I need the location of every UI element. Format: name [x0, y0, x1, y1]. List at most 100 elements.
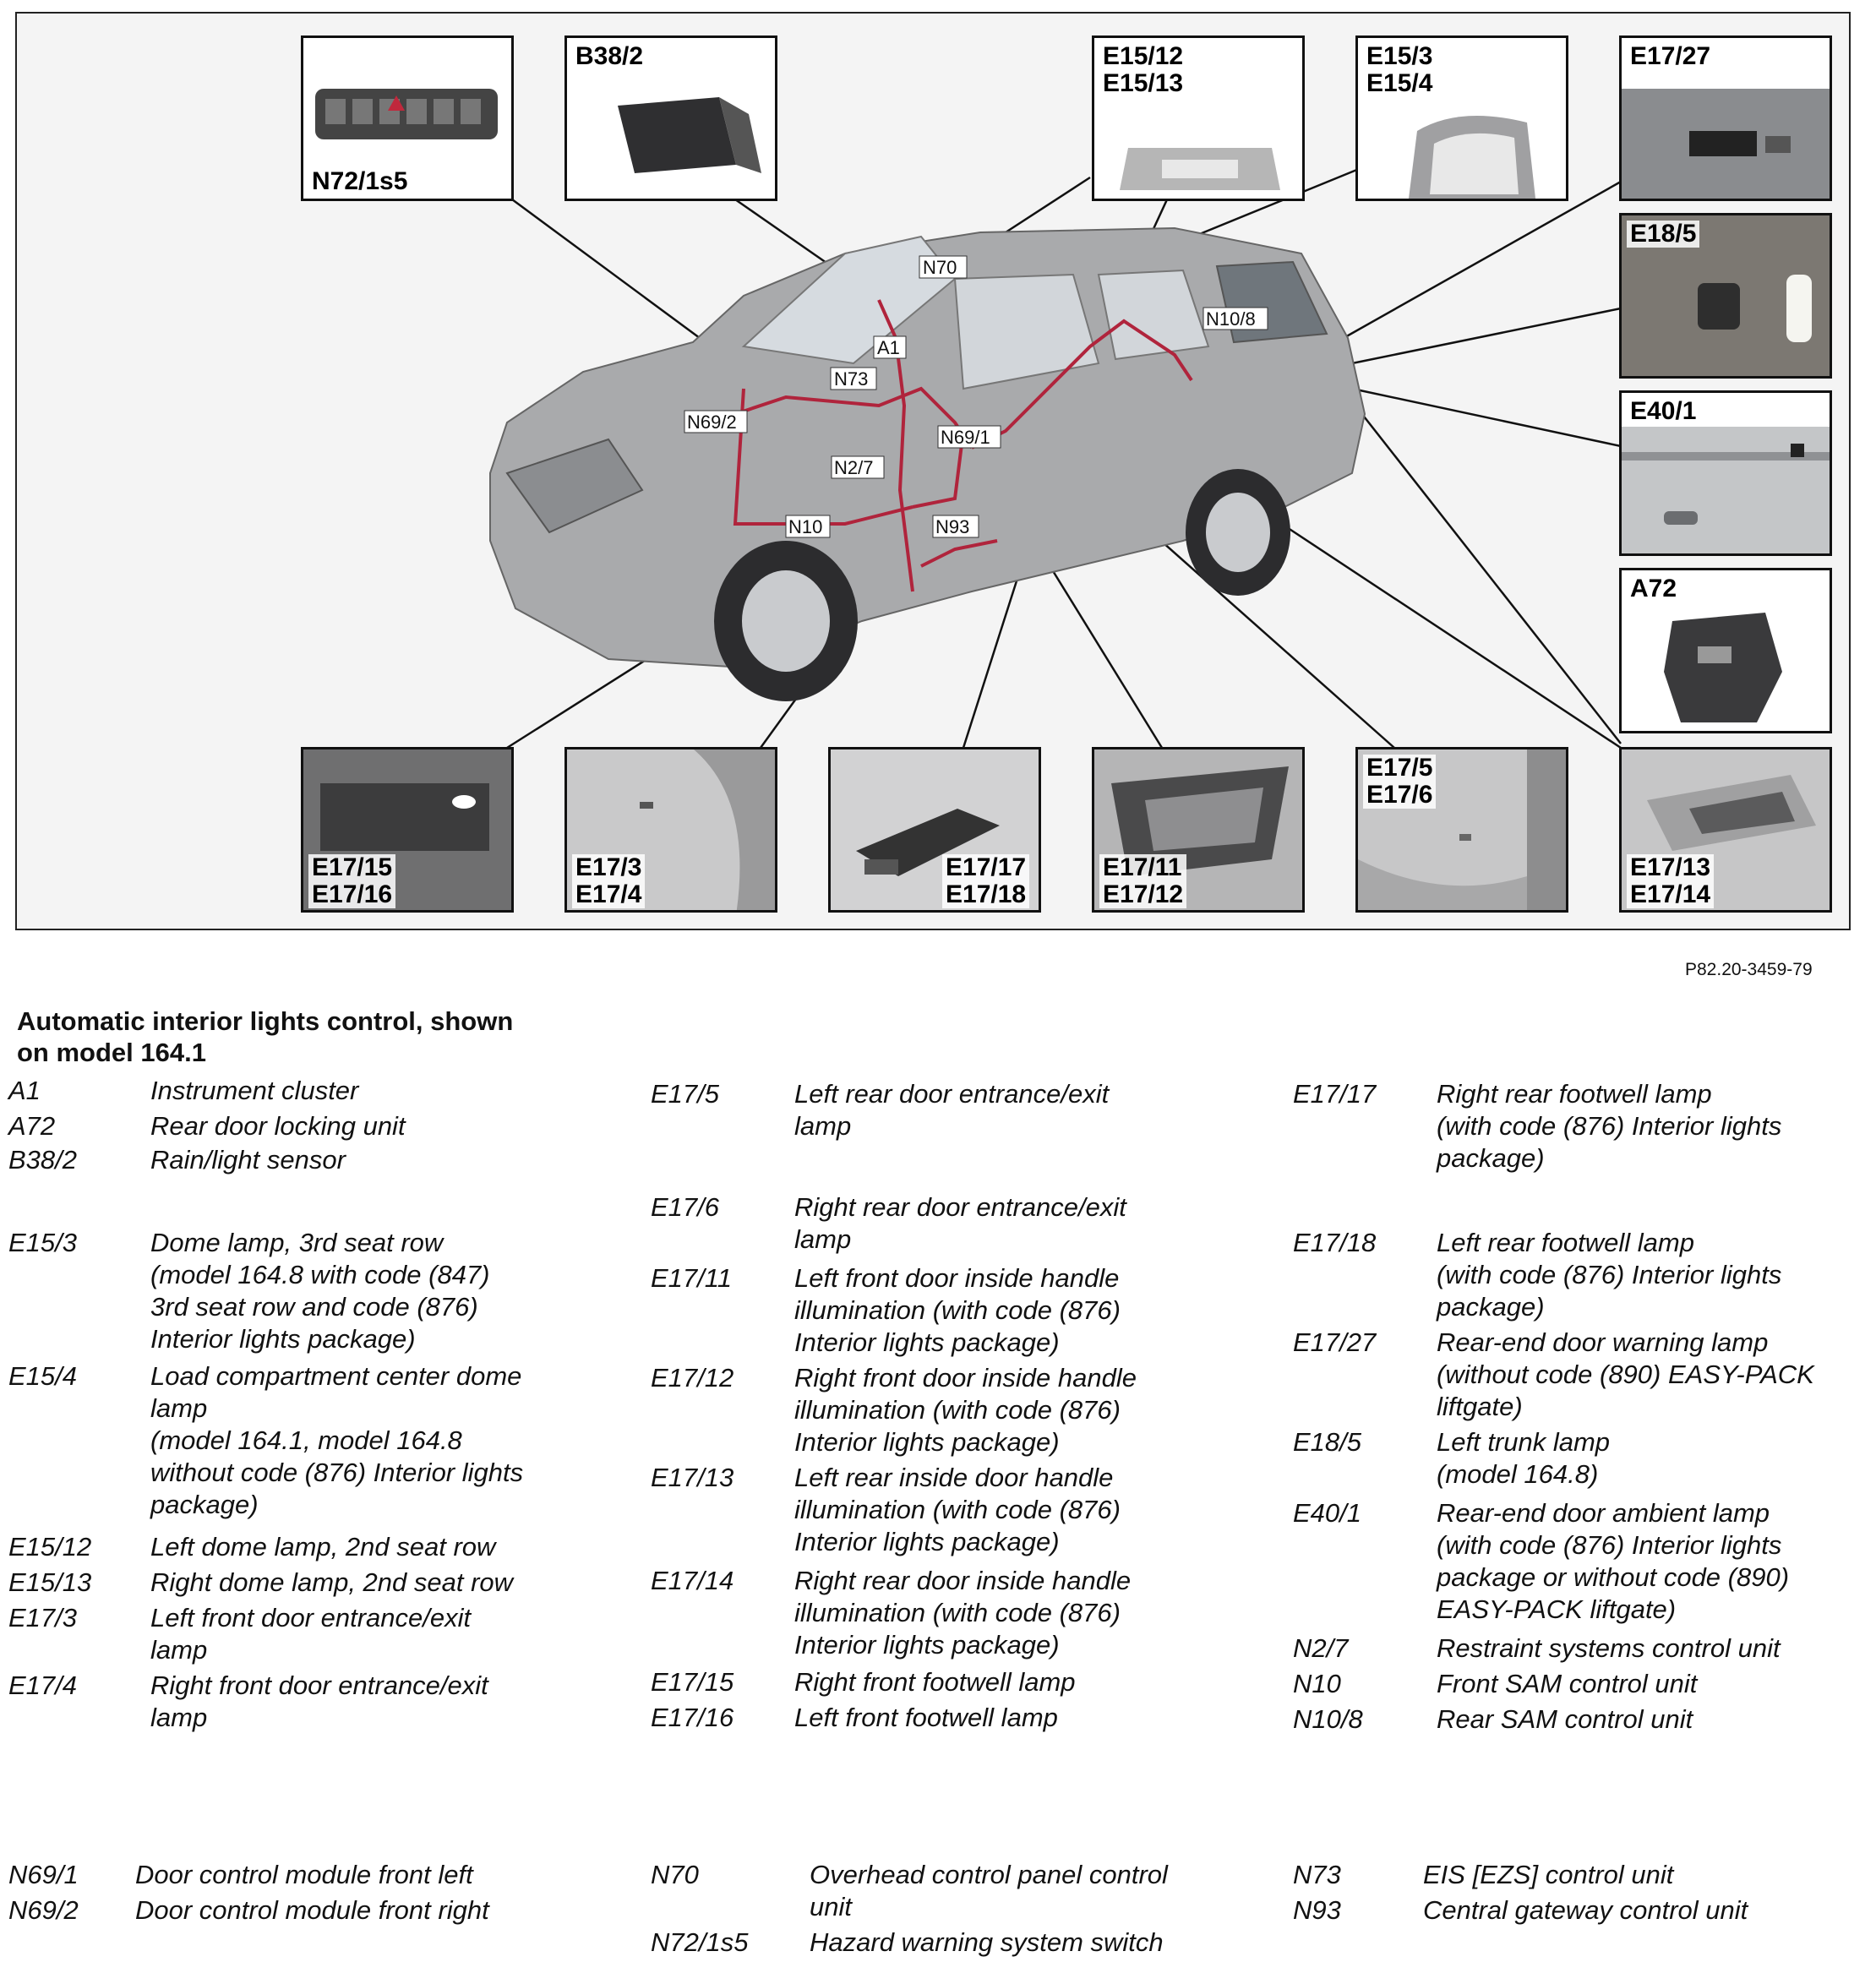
- callout-label: E17/27: [1627, 43, 1715, 70]
- legend-code: E17/4: [8, 1671, 78, 1700]
- car-body: [489, 226, 1366, 701]
- legend-code: E18/5: [1293, 1427, 1362, 1457]
- legend-code: E17/18: [1293, 1228, 1377, 1257]
- legend-description: Left trunk lamp (model 164.8): [1437, 1427, 1611, 1489]
- legend-description: Front SAM control unit: [1437, 1669, 1698, 1698]
- callout-label: E15/3 E15/4: [1363, 43, 1437, 97]
- legend-description: Left front door inside handle illuminati…: [794, 1263, 1121, 1357]
- legend-description: Left rear inside door handle illuminatio…: [794, 1463, 1121, 1556]
- legend-code: E17/16: [651, 1703, 734, 1732]
- car-label-n2-7: N2/7: [834, 457, 873, 478]
- legend-code: A72: [8, 1111, 56, 1141]
- legend-code: E15/13: [8, 1567, 92, 1597]
- callout-rear-footwell-lamp: E17/17 E17/18: [828, 747, 1041, 913]
- legend-description: Right rear footwell lamp (with code (876…: [1437, 1079, 1782, 1173]
- callout-rear-door-handle: E17/13 E17/14: [1619, 747, 1832, 913]
- callout-label: E18/5: [1627, 221, 1700, 248]
- callout-label: E17/3 E17/4: [572, 854, 646, 908]
- legend-description: Door control module front left: [135, 1860, 473, 1889]
- legend-description: EIS [EZS] control unit: [1423, 1860, 1674, 1889]
- legend-code: N10/8: [1293, 1704, 1363, 1734]
- callout-label: A72: [1627, 575, 1681, 602]
- legend-description: Left front door entrance/exit lamp: [150, 1603, 472, 1665]
- legend-description: Overhead control panel control unit: [810, 1860, 1168, 1921]
- callout-rear-warning-lamp: E17/27: [1619, 35, 1832, 201]
- car-label-a1: A1: [877, 337, 900, 358]
- callout-front-door-entrance-lamp: E17/3 E17/4: [564, 747, 777, 913]
- callout-label: E17/5 E17/6: [1363, 755, 1437, 809]
- wiring-harness: [733, 299, 1193, 592]
- legend-description: Rear-end door ambient lamp (with code (8…: [1437, 1498, 1790, 1624]
- callout-rain-light-sensor: B38/2: [564, 35, 777, 201]
- legend-code: E17/14: [651, 1566, 734, 1595]
- legend-description: Right rear door entrance/exit lamp: [794, 1192, 1126, 1254]
- legend-code: E15/12: [8, 1532, 92, 1562]
- legend-description: Restraint systems control unit: [1437, 1633, 1781, 1663]
- callout-label: E17/11 E17/12: [1099, 854, 1187, 908]
- legend-description: Central gateway control unit: [1423, 1895, 1748, 1925]
- legend-description: Rear-end door warning lamp (without code…: [1437, 1327, 1814, 1421]
- legend-description: Left front footwell lamp: [794, 1703, 1058, 1732]
- car-label-n69-2: N69/2: [687, 411, 737, 433]
- legend-code: E17/15: [651, 1667, 734, 1697]
- legend-description: Instrument cluster: [150, 1076, 359, 1105]
- legend-description: Right front door entrance/exit lamp: [150, 1671, 488, 1732]
- legend-code: N72/1s5: [651, 1927, 749, 1957]
- callout-label: B38/2: [572, 43, 647, 70]
- figure-number: P82.20-3459-79: [1685, 960, 1813, 979]
- legend-description: Left dome lamp, 2nd seat row: [150, 1532, 496, 1562]
- legend-code: E40/1: [1293, 1498, 1362, 1528]
- legend-description: Hazard warning system switch: [810, 1927, 1164, 1957]
- callout-rear-door-entrance-lamp: E17/5 E17/6: [1355, 747, 1568, 913]
- legend-code: E17/17: [1293, 1079, 1377, 1109]
- car-label-n93: N93: [935, 516, 969, 537]
- legend-description: Right front door inside handle illuminat…: [794, 1363, 1137, 1457]
- car-label-n10: N10: [788, 516, 822, 537]
- legend-code: E17/6: [651, 1192, 720, 1222]
- legend-code: N73: [1293, 1860, 1341, 1889]
- legend-code: E17/11: [651, 1263, 732, 1293]
- callout-hazard-switch: N72/1s5: [301, 35, 514, 201]
- legend-description: Rain/light sensor: [150, 1145, 346, 1175]
- callout-label: E15/12 E15/13: [1099, 43, 1187, 97]
- legend-code: E15/4: [8, 1361, 78, 1391]
- legend-code: E17/13: [651, 1463, 734, 1492]
- callout-label: E17/15 E17/16: [308, 854, 396, 908]
- legend-code: E17/5: [651, 1079, 720, 1109]
- legend-code: A1: [8, 1076, 41, 1105]
- callout-dome-lamp-2nd-row: E15/12 E15/13: [1092, 35, 1305, 201]
- car-label-n70: N70: [923, 257, 957, 278]
- legend-code: N2/7: [1293, 1633, 1349, 1663]
- callout-front-footwell-lamp: E17/15 E17/16: [301, 747, 514, 913]
- callout-dome-lamp-3rd-row: E15/3 E15/4: [1355, 35, 1568, 201]
- legend-description: Right front footwell lamp: [794, 1667, 1076, 1697]
- legend-description: Dome lamp, 3rd seat row (model 164.8 wit…: [150, 1228, 490, 1354]
- callout-label: N72/1s5: [308, 168, 412, 195]
- callout-trunk-lamp: E18/5: [1619, 213, 1832, 379]
- callout-label: E40/1: [1627, 398, 1700, 425]
- callout-ambient-lamp: E40/1: [1619, 390, 1832, 556]
- legend-code: N69/1: [8, 1860, 79, 1889]
- legend-description: Right rear door inside handle illuminati…: [794, 1566, 1132, 1660]
- legend-code: N70: [651, 1860, 699, 1889]
- callout-front-door-handle: E17/11 E17/12: [1092, 747, 1305, 913]
- legend-code: E17/3: [8, 1603, 78, 1632]
- legend-description: Load compartment center dome lamp (model…: [150, 1361, 524, 1519]
- car-label-n69-1: N69/1: [941, 427, 990, 448]
- callout-label: E17/17 E17/18: [942, 854, 1030, 908]
- legend-description: Rear SAM control unit: [1437, 1704, 1693, 1734]
- vehicle-illustration: N70 A1 N73 N69/2 N69/1 N2/7 N10 N93 N10/…: [489, 164, 1622, 749]
- legend-code: N69/2: [8, 1895, 79, 1925]
- legend-title: Automatic interior lights control, shown…: [17, 1006, 514, 1067]
- legend-description: Door control module front right: [135, 1895, 489, 1925]
- legend-description: Right dome lamp, 2nd seat row: [150, 1567, 514, 1597]
- legend-code: E17/12: [651, 1363, 734, 1393]
- legend-code: N93: [1293, 1895, 1341, 1925]
- legend-description: Left rear door entrance/exit lamp: [794, 1079, 1110, 1141]
- legend-code: E17/27: [1293, 1327, 1377, 1357]
- legend-code: N10: [1293, 1669, 1341, 1698]
- callout-label: E17/13 E17/14: [1627, 854, 1715, 908]
- callout-rear-door-locking-unit: A72: [1619, 568, 1832, 733]
- legend-description: Left rear footwell lamp (with code (876)…: [1437, 1228, 1782, 1322]
- legend-code: B38/2: [8, 1145, 78, 1175]
